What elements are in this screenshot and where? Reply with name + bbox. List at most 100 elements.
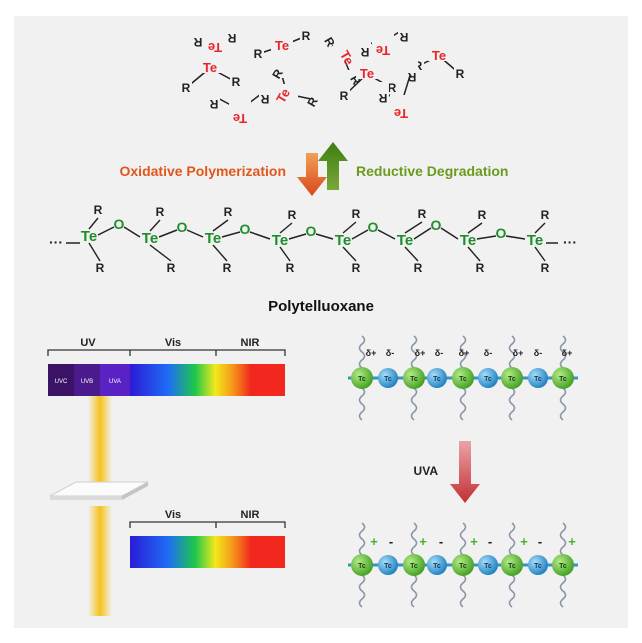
polymer-te-atom: Te xyxy=(460,232,476,249)
side-chain-lower xyxy=(559,387,567,421)
te-label-backdrop xyxy=(276,84,298,99)
tellurium-bead xyxy=(452,367,474,389)
side-chain-upper xyxy=(358,522,366,556)
te-r-bond xyxy=(88,217,99,230)
polymer-r-group: R xyxy=(352,261,361,275)
side-chain-upper xyxy=(559,522,567,556)
polymer-te-atom: Te xyxy=(397,232,413,249)
side-chain-lower xyxy=(358,387,366,421)
oxygen-bead-label: Tc xyxy=(484,376,492,383)
te-label-backdrop xyxy=(199,58,221,73)
r-group-label: R xyxy=(378,91,387,105)
figure-panel xyxy=(14,16,628,628)
polymer-name-label: Polytelluoxane xyxy=(268,298,374,315)
polymer-r-group: R xyxy=(224,205,233,219)
te-label-backdrop xyxy=(229,100,251,115)
te-o-bond xyxy=(476,235,497,240)
polymer-o-atom: O xyxy=(306,223,317,239)
negative-charge: - xyxy=(538,534,542,549)
positive-charge: + xyxy=(520,534,528,549)
o-te-bond xyxy=(186,229,204,238)
te-o-bond xyxy=(413,227,432,240)
polymer-o-atom: O xyxy=(114,216,125,232)
o-te-bond xyxy=(505,235,526,240)
partial-negative-charge: δ- xyxy=(484,348,492,358)
partial-negative-charge: δ- xyxy=(435,348,443,358)
r-label-backdrop xyxy=(180,80,192,94)
oxygen-bead xyxy=(528,555,548,575)
side-chain-lower xyxy=(358,574,366,608)
oxygen-bead-label: Tc xyxy=(534,376,542,383)
side-chain-lower xyxy=(410,574,418,608)
tellurium-bead-label: Tc xyxy=(559,563,567,570)
r-label-backdrop xyxy=(338,88,350,102)
spectrum-vis-nir-band xyxy=(130,364,285,396)
tellurium-bead xyxy=(501,367,523,389)
r-group-label: R xyxy=(407,70,416,84)
oxygen-bead xyxy=(427,555,447,575)
spectrum-vis-label: Vis xyxy=(165,337,181,349)
te-r-bond xyxy=(342,221,357,234)
polymer-r-group: R xyxy=(288,208,297,222)
spectrum-uvb-label: UVB xyxy=(81,379,93,385)
te-r-bond xyxy=(149,219,161,232)
r-label-backdrop xyxy=(346,70,358,84)
te-label-backdrop xyxy=(332,46,354,61)
te-r-bond xyxy=(342,246,357,262)
chain-continuation-left: ··· xyxy=(49,234,63,250)
tellurium-bead-label: Tc xyxy=(559,376,567,383)
polymer-r-group: R xyxy=(541,261,550,275)
side-chain-upper xyxy=(508,335,516,369)
te-atom-label: Te xyxy=(273,86,293,106)
o-te-bond xyxy=(315,233,334,240)
polymer-r-group: R xyxy=(156,205,165,219)
polymer-r-group: R xyxy=(94,203,103,217)
polymer-te-atom: Te xyxy=(272,232,288,249)
te-atom-label: Te xyxy=(208,40,222,55)
r-label-backdrop xyxy=(259,83,271,97)
r-group-label: R xyxy=(254,47,263,61)
partial-positive-charge: δ+ xyxy=(415,348,426,358)
te-r-bond xyxy=(279,222,293,234)
polymer-te-atom: Te xyxy=(527,232,543,249)
te-atom-label: Te xyxy=(275,38,289,53)
polymer-r-group: R xyxy=(352,207,361,221)
te-r-bond xyxy=(88,242,101,262)
negative-charge: - xyxy=(389,534,393,549)
polymer-o-atom: O xyxy=(177,219,188,235)
te-atom-label: Te xyxy=(203,60,217,75)
side-chain-upper xyxy=(508,522,516,556)
oxidative-arrow-icon xyxy=(297,153,327,196)
spectrum-uva-band xyxy=(100,364,130,396)
positive-charge: + xyxy=(370,534,378,549)
r-label-backdrop xyxy=(377,82,389,96)
r-group-label: R xyxy=(302,29,311,43)
te-o-bond xyxy=(288,233,307,240)
te-atom-label: Te xyxy=(376,43,390,58)
spectrum-bottom-vis-label: Vis xyxy=(165,509,181,521)
polymer-o-atom: O xyxy=(368,219,379,235)
polymer-r-group: R xyxy=(223,261,232,275)
o-te-bond xyxy=(249,231,271,240)
r-group-label: R xyxy=(232,75,241,89)
te-r-bond xyxy=(404,221,423,234)
r-group-label: R xyxy=(414,59,423,73)
polymer-r-group: R xyxy=(286,261,295,275)
te-r-bond xyxy=(467,246,481,262)
r-group-label: R xyxy=(209,97,218,111)
te-atom-label: Te xyxy=(394,106,408,121)
spectrum-bottom-nir-label: NIR xyxy=(241,509,260,521)
r-label-backdrop xyxy=(226,22,238,36)
polymer-r-group: R xyxy=(541,208,550,222)
te-atom-label: Te xyxy=(360,66,374,81)
side-chain-upper xyxy=(358,335,366,369)
partial-positive-charge: δ+ xyxy=(459,348,470,358)
te-r-bond xyxy=(534,222,546,234)
